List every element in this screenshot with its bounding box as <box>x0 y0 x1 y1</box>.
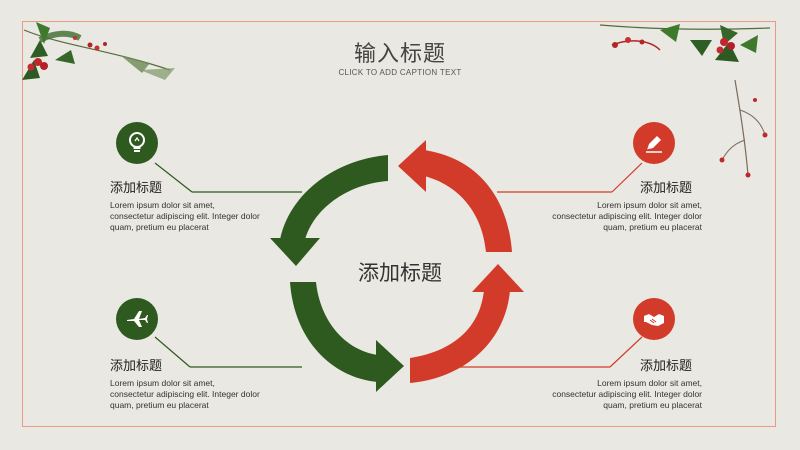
pen-icon <box>646 136 662 153</box>
lightbulb-icon <box>129 132 145 152</box>
connector-line-top-right <box>611 162 643 193</box>
handshake-icon <box>644 314 664 326</box>
item-1-icon-circle <box>116 122 158 164</box>
item-3-body[interactable]: Lorem ipsum dolor sit amet, consectetur … <box>552 200 702 232</box>
slide-subtitle[interactable]: CLICK TO ADD CAPTION TEXT <box>338 68 462 77</box>
item-4-body[interactable]: Lorem ipsum dolor sit amet, consectetur … <box>552 378 702 410</box>
item-2-heading[interactable]: 添加标题 <box>110 358 163 373</box>
item-4-heading[interactable]: 添加标题 <box>640 358 693 373</box>
connector-line-bottom-right <box>609 336 643 368</box>
red-arrow-bottom <box>410 264 524 383</box>
slide-title[interactable]: 输入标题 <box>353 41 446 66</box>
green-arrow-top <box>270 155 388 266</box>
item-2-body[interactable]: Lorem ipsum dolor sit amet, consectetur … <box>110 378 260 410</box>
item-1-body[interactable]: Lorem ipsum dolor sit amet, consectetur … <box>110 200 260 232</box>
slide-frame <box>22 21 776 427</box>
connector-line-top-left <box>154 162 193 193</box>
center-title[interactable]: 添加标题 <box>358 262 442 285</box>
green-arrow-bottom <box>290 282 404 392</box>
item-3-icon-circle <box>633 122 675 164</box>
connector-line-bottom-left <box>154 336 191 368</box>
red-arrow-top <box>398 140 512 252</box>
item-2-icon-circle <box>116 298 158 340</box>
item-4-icon-circle <box>633 298 675 340</box>
item-3-heading[interactable]: 添加标题 <box>640 180 693 195</box>
airplane-icon <box>127 311 148 327</box>
item-1-heading[interactable]: 添加标题 <box>110 180 163 195</box>
